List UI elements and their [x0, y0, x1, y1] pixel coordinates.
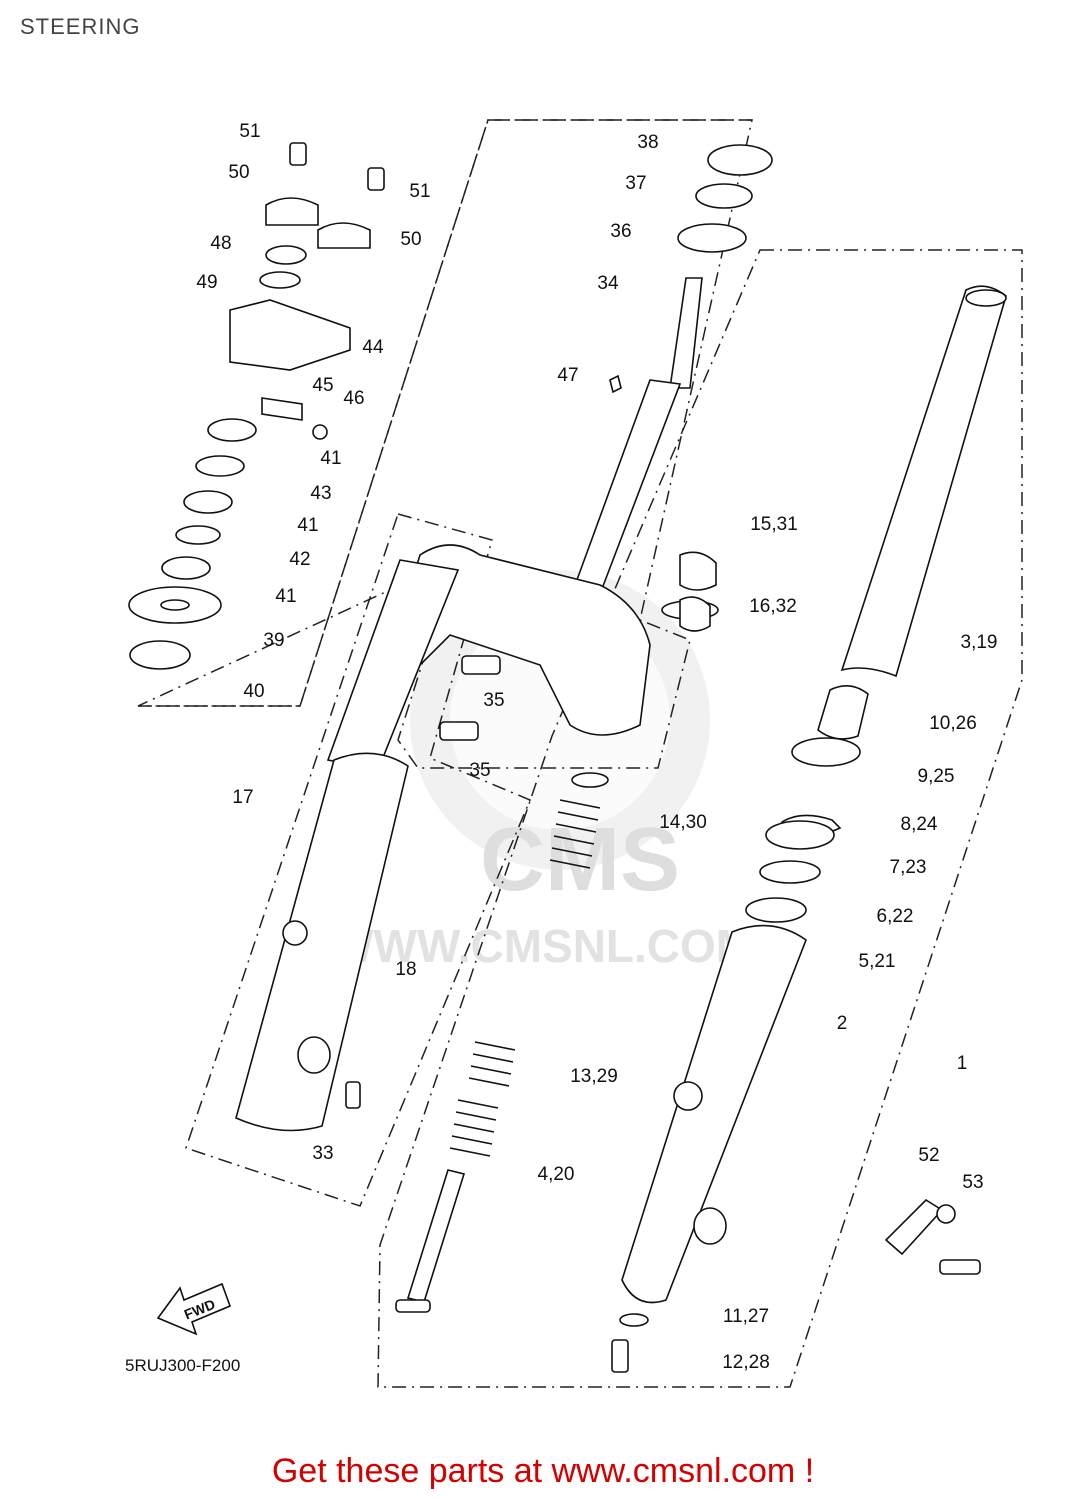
callout-label: 43 — [310, 483, 331, 504]
callout-label: 17 — [232, 787, 253, 808]
callout-label: 42 — [289, 549, 310, 570]
steering-head-group-outline — [137, 119, 753, 769]
page-title: STEERING — [20, 14, 141, 39]
callout-label: 41 — [275, 586, 296, 607]
callout-label: 15,31 — [750, 514, 798, 535]
right-fork-group-outline — [377, 249, 1023, 1388]
callout-label: 50 — [228, 162, 249, 183]
callout-label: 46 — [343, 388, 364, 409]
fwd-arrow-icon: FWD — [156, 1282, 232, 1336]
callout-label: 52 — [918, 1145, 939, 1166]
callout-label: 35 — [469, 760, 490, 781]
callout-label: 12,28 — [722, 1352, 770, 1373]
left-fork-internals — [395, 772, 609, 1313]
callout-label: 37 — [625, 173, 646, 194]
steering-nut-washer-stack — [128, 418, 257, 670]
callout-label: 4,20 — [538, 1164, 575, 1185]
callout-labels: 51 50 51 48 50 49 44 45 46 41 43 41 42 41 39 40 38 37 36 34… — [196, 121, 997, 1373]
callout-label: 36 — [610, 221, 631, 242]
callout-label: 51 — [409, 181, 430, 202]
callout-label: 5,21 — [859, 951, 896, 972]
callout-label: 13,29 — [570, 1066, 618, 1087]
callout-label: 3,19 — [961, 632, 998, 653]
callout-label: 6,22 — [877, 906, 914, 927]
callout-label: 49 — [196, 272, 217, 293]
callout-label: 47 — [557, 365, 578, 386]
callout-label: 41 — [320, 448, 341, 469]
brake-hose-guide-parts — [884, 1198, 981, 1275]
callout-label: 11,27 — [723, 1306, 769, 1327]
right-fork-leg — [611, 285, 1007, 1373]
callout-label: 39 — [263, 630, 284, 651]
callout-label: 34 — [597, 273, 619, 294]
callout-label: 33 — [312, 1143, 333, 1164]
callout-label: 53 — [962, 1172, 983, 1193]
callout-label: 41 — [297, 515, 318, 536]
steering-stem-bearings — [677, 144, 773, 253]
callout-label: 14,30 — [659, 812, 707, 833]
callout-label: 18 — [395, 959, 416, 980]
callout-label: 50 — [400, 229, 421, 250]
callout-label: 48 — [210, 233, 231, 254]
callout-label: 40 — [243, 681, 264, 702]
watermark-brand: CMS — [480, 810, 680, 910]
callout-label: 8,24 — [901, 814, 938, 835]
callout-label: 51 — [239, 121, 260, 142]
watermark-url: WWW.CMSNL.COM — [330, 920, 754, 972]
diagram-code: 5RUJ300-F200 — [125, 1356, 241, 1375]
left-fork-leg — [235, 559, 460, 1132]
callout-label: 1 — [957, 1053, 968, 1074]
callout-label: 45 — [312, 375, 333, 396]
steering-head-bracket-outline — [138, 119, 752, 707]
callout-label: 38 — [637, 132, 658, 153]
callout-label: 10,26 — [929, 713, 977, 734]
callout-label: 44 — [362, 337, 384, 358]
callout-label: 16,32 — [749, 596, 797, 617]
call-to-action-link[interactable]: Get these parts at www.cmsnl.com ! — [271, 1452, 815, 1490]
steering-stem-underbracket — [394, 277, 719, 741]
left-fork-group-outline — [185, 513, 531, 1207]
handlebar-holder-parts — [229, 142, 385, 440]
callout-label: 9,25 — [918, 766, 955, 787]
callout-label: 35 — [483, 690, 504, 711]
callout-label: 7,23 — [890, 857, 927, 878]
callout-label: 2 — [837, 1013, 848, 1034]
